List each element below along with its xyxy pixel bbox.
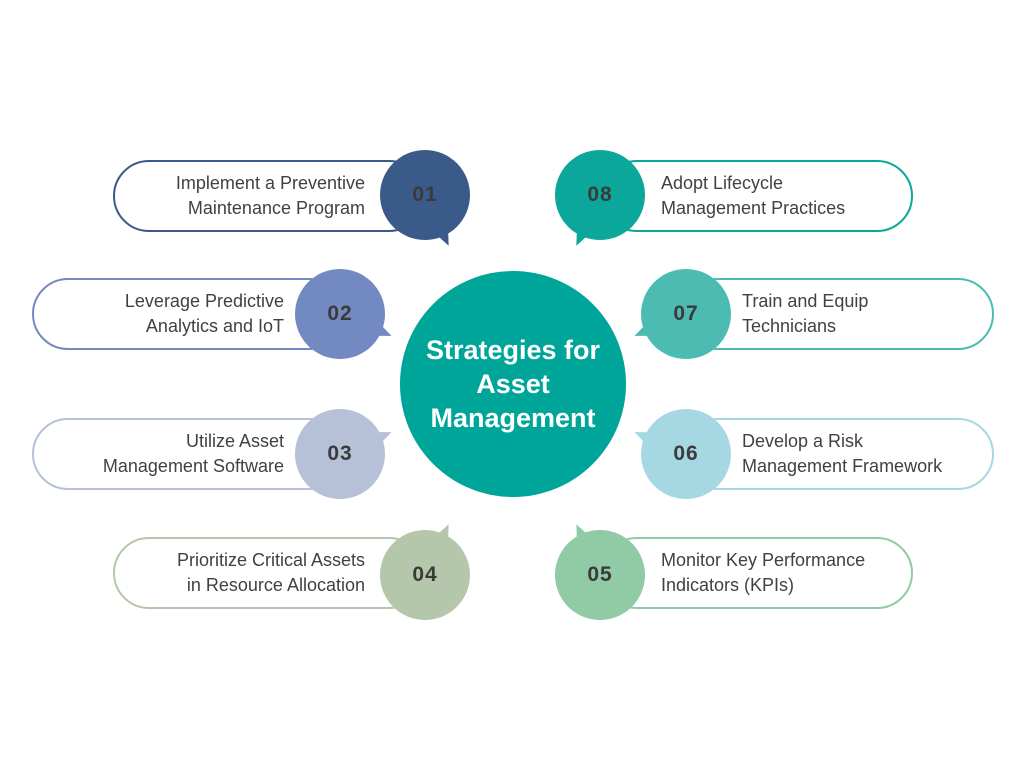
- item-02-pill: Leverage Predictive Analytics and IoT: [32, 278, 344, 350]
- item-05-number: 05: [587, 563, 613, 586]
- item-04-label-line: Prioritize Critical Assets: [176, 550, 365, 570]
- item-02-number: 02: [327, 302, 353, 325]
- item-07-pill: Train and Equip Technicians: [682, 278, 994, 350]
- item-06-label-line: Management Framework: [742, 456, 943, 476]
- item-02-label-line: Analytics and IoT: [145, 316, 284, 336]
- item-03-label-line: Management Software: [102, 456, 284, 476]
- bubble-tail-icon: [427, 519, 459, 553]
- bubble-tail-icon: [427, 217, 459, 251]
- item-08-number: 08: [587, 183, 613, 206]
- bubble-tail-icon: [566, 217, 598, 251]
- item-04-number: 04: [412, 563, 438, 586]
- center-title-line: Management: [430, 403, 596, 433]
- item-08-label: Adopt Lifecycle Management Practices: [661, 171, 891, 221]
- item-08-number-bubble: 08: [555, 150, 645, 251]
- item-08-pill: Adopt Lifecycle Management Practices: [601, 160, 913, 232]
- center-circle: Strategies for Asset Management: [400, 271, 626, 497]
- center-title-line: Strategies for: [425, 335, 601, 365]
- item-05-label-line: Monitor Key Performance: [661, 550, 866, 570]
- item-02-label-line: Leverage Predictive: [124, 291, 284, 311]
- item-01-pill: Implement a Preventive Maintenance Progr…: [113, 160, 425, 232]
- item-03-label-line: Utilize Asset: [185, 431, 284, 451]
- item-01-label: Implement a Preventive Maintenance Progr…: [135, 171, 365, 221]
- item-06-number: 06: [673, 442, 699, 465]
- item-01-label-line: Maintenance Program: [187, 198, 365, 218]
- item-05-label: Monitor Key Performance Indicators (KPIs…: [661, 548, 891, 598]
- item-03-pill: Utilize Asset Management Software: [32, 418, 344, 490]
- item-01-label-line: Implement a Preventive: [175, 173, 365, 193]
- item-06-pill: Develop a Risk Management Framework: [682, 418, 994, 490]
- item-06-number-bubble: 06: [630, 409, 731, 499]
- center-title-line: Asset: [476, 369, 550, 399]
- item-04-label: Prioritize Critical Assets in Resource A…: [135, 548, 365, 598]
- item-01-number: 01: [412, 183, 438, 206]
- bubble-tail-icon: [363, 421, 396, 453]
- item-02-number-bubble: 02: [295, 269, 396, 359]
- item-07-number-bubble: 07: [630, 269, 731, 359]
- bubble-tail-icon: [566, 519, 598, 553]
- item-03-number: 03: [327, 442, 353, 465]
- bubble-tail-icon: [363, 315, 396, 347]
- item-05-pill: Monitor Key Performance Indicators (KPIs…: [601, 537, 913, 609]
- item-06-label: Develop a Risk Management Framework: [742, 429, 972, 479]
- bubble-tail-icon: [630, 421, 663, 453]
- item-05-label-line: Indicators (KPIs): [661, 575, 795, 595]
- item-07-label-line: Technicians: [742, 316, 837, 336]
- bubble-tail-icon: [630, 315, 663, 347]
- item-04-label-line: in Resource Allocation: [186, 575, 365, 595]
- item-03-label: Utilize Asset Management Software: [54, 429, 284, 479]
- item-07-number: 07: [673, 302, 699, 325]
- center-title: Strategies for Asset Management: [426, 333, 600, 435]
- item-08-label-line: Adopt Lifecycle: [661, 173, 784, 193]
- item-05-number-bubble: 05: [555, 519, 645, 620]
- item-01-number-bubble: 01: [380, 150, 470, 251]
- item-03-number-bubble: 03: [295, 409, 396, 499]
- item-04-number-bubble: 04: [380, 519, 470, 620]
- item-04-pill: Prioritize Critical Assets in Resource A…: [113, 537, 425, 609]
- item-07-label: Train and Equip Technicians: [742, 289, 972, 339]
- item-08-label-line: Management Practices: [661, 198, 846, 218]
- item-06-label-line: Develop a Risk: [742, 431, 864, 451]
- item-02-label: Leverage Predictive Analytics and IoT: [54, 289, 284, 339]
- item-07-label-line: Train and Equip: [742, 291, 869, 311]
